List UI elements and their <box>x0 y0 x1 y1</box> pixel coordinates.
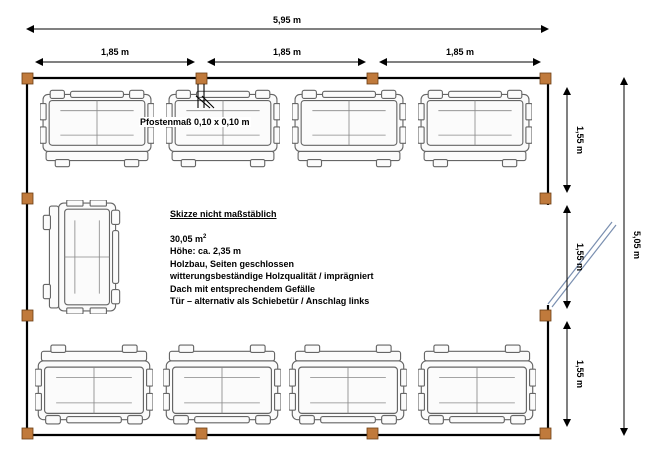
dim-depth-2-label: 1,55 m <box>575 243 585 271</box>
notes-block: Skizze nicht maßstäblich 30,05 m2 Höhe: … <box>170 208 374 308</box>
dim-depth-3-label: 1,55 m <box>575 360 585 388</box>
post <box>366 72 379 85</box>
dim-depth-1-label: 1,55 m <box>575 126 585 154</box>
enclosure-walls <box>25 76 550 437</box>
dim-bay-3-label: 1,85 m <box>446 47 474 57</box>
notes-line: Holzbau, Seiten geschlossen <box>170 258 295 269</box>
post <box>21 427 34 440</box>
notes-line: Höhe: ca. 2,35 m <box>170 246 242 256</box>
post <box>195 427 208 440</box>
post <box>539 309 552 322</box>
dim-bay-1-label: 1,85 m <box>101 47 129 57</box>
notes-line: witterungsbeständige Holzqualität / impr… <box>170 271 374 281</box>
post-size-label: Pfostenmaß 0,10 x 0,10 m <box>139 117 251 127</box>
post <box>21 192 34 205</box>
waste-bin <box>35 345 153 424</box>
waste-bin <box>289 345 407 424</box>
notes-line: Dach mit entsprechendem Gefälle <box>170 283 316 294</box>
dim-total-width-label: 5,95 m <box>273 15 301 25</box>
dimension-bay-widths: 1,85 m 1,85 m 1,85 m <box>35 47 541 66</box>
post <box>539 427 552 440</box>
waste-bin <box>163 345 281 424</box>
post <box>539 72 552 85</box>
dimension-depth-sections: 1,55 m 1,55 m 1,55 m <box>563 87 585 427</box>
waste-bin <box>418 345 536 424</box>
notes-title: Skizze nicht maßstäblich <box>170 209 277 219</box>
post <box>21 309 34 322</box>
waste-bin <box>166 89 280 168</box>
notes-area: 30,05 m2 <box>170 233 207 244</box>
post-detail-pointer <box>195 84 215 109</box>
waste-bin-side <box>43 200 119 314</box>
notes-line: Tür – alternativ als Schiebetür / Anschl… <box>170 296 370 306</box>
dim-total-depth-label: 5,05 m <box>632 231 642 259</box>
bins-top-row <box>40 89 532 168</box>
post <box>195 72 208 85</box>
door <box>547 221 617 308</box>
waste-bin <box>418 89 532 168</box>
bins-bottom-row <box>35 345 536 424</box>
post <box>366 427 379 440</box>
post <box>21 72 34 85</box>
posts <box>21 72 552 440</box>
dimension-total-depth: 5,05 m <box>620 77 642 436</box>
post <box>539 192 552 205</box>
waste-bin <box>40 89 154 168</box>
dim-bay-2-label: 1,85 m <box>273 47 301 57</box>
waste-bin <box>292 89 406 168</box>
dimension-total-width: 5,95 m <box>26 15 549 33</box>
